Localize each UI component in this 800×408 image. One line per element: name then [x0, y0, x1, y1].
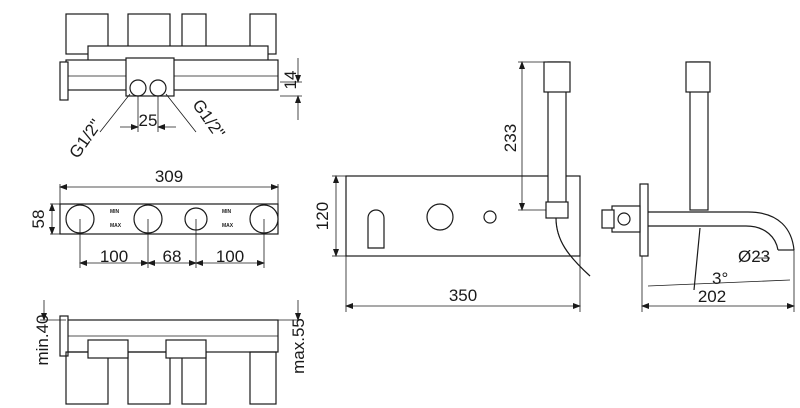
spacing-left-dim: 100 — [100, 247, 128, 266]
front-min-label-2: MIN — [222, 209, 232, 215]
top-height-dim: 14 — [281, 71, 300, 90]
min-depth-dim: min.40 — [33, 314, 52, 365]
side-view — [601, 61, 795, 312]
plate-height-dim: 120 — [313, 202, 332, 230]
front-min-label-1: MIN — [110, 209, 120, 215]
front-max-label-2: MAX — [222, 223, 234, 229]
spacing-mid-dim: 68 — [163, 247, 182, 266]
top-view — [59, 13, 302, 133]
spacing-right-dim: 100 — [216, 247, 244, 266]
spout-diameter-dim: Ø23 — [738, 247, 770, 266]
max-depth-dim: max.55 — [289, 318, 308, 374]
inlet-left-label: G1/2" — [65, 116, 105, 162]
spout-angle-dim: 3° — [712, 269, 728, 288]
front-max-label-1: MAX — [110, 223, 122, 229]
front-view — [49, 184, 279, 268]
plate-width-dim: 350 — [449, 286, 477, 305]
overall-width-dim: 309 — [155, 167, 183, 186]
plate-view — [332, 61, 591, 312]
front-height-dim: 58 — [29, 210, 48, 229]
bottom-view — [40, 300, 302, 405]
shower-height-dim: 233 — [501, 124, 520, 152]
projection-dim: 202 — [698, 287, 726, 306]
inlet-spacing-dim: 25 — [139, 111, 158, 130]
inlet-right-label: G1/2" — [188, 96, 228, 142]
